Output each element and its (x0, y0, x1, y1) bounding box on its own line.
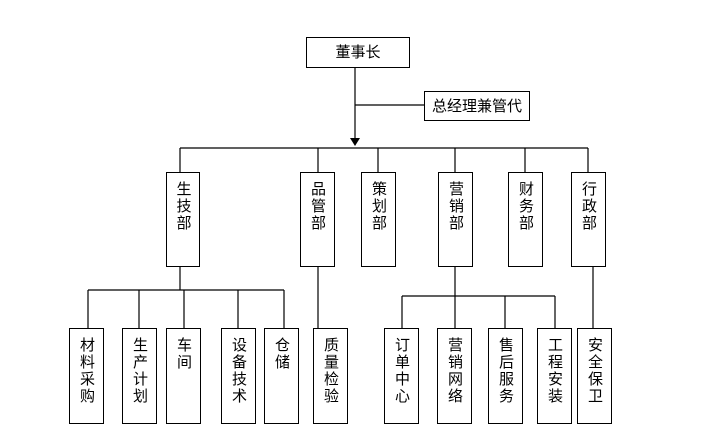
node-label: 订单中心 (393, 337, 411, 405)
node-label: 设备技术 (230, 337, 248, 405)
node-label: 材料采购 (78, 337, 96, 405)
node-dept-pinguan: 品管部 (300, 172, 335, 267)
node-zhiliang: 质量检验 (313, 328, 348, 424)
node-label: 总经理兼管代 (431, 96, 522, 115)
node-shouhou: 售后服务 (488, 328, 523, 424)
node-shebei: 设备技术 (221, 328, 256, 424)
node-dept-yingxiao: 营销部 (438, 172, 473, 267)
node-dingdan: 订单中心 (384, 328, 419, 424)
node-label: 策划部 (370, 181, 388, 232)
node-label: 车间 (175, 337, 193, 371)
node-label: 董事长 (335, 43, 381, 61)
node-label: 售后服务 (497, 337, 515, 405)
node-label: 生产计划 (131, 337, 149, 405)
node-label: 品管部 (309, 181, 327, 232)
node-label: 生技部 (174, 181, 193, 232)
node-anquan: 安全保卫 (577, 328, 612, 424)
node-label: 财务部 (517, 181, 535, 232)
node-label: 质量检验 (322, 337, 340, 405)
node-dept-shengji: 生技部 (166, 172, 200, 267)
node-dept-cehua: 策划部 (361, 172, 396, 267)
node-dept-xingzheng: 行政部 (571, 172, 606, 267)
node-general-manager: 总经理兼管代 (424, 91, 530, 121)
node-dept-caiwu: 财务部 (508, 172, 543, 267)
node-chejian: 车间 (166, 328, 201, 424)
node-cailiao: 材料采购 (69, 328, 104, 424)
node-cangchu: 仓储 (264, 328, 299, 424)
node-label: 营销部 (447, 181, 465, 232)
node-shengchan: 生产计划 (122, 328, 157, 424)
node-label: 营销网络 (446, 337, 464, 405)
node-chairman: 董事长 (306, 37, 410, 68)
node-label: 工程安装 (546, 337, 564, 405)
node-label: 行政部 (580, 181, 598, 232)
node-label: 安全保卫 (586, 337, 604, 405)
node-wangluo: 营销网络 (437, 328, 472, 424)
arrow-down-icon (350, 138, 360, 146)
node-gongcheng: 工程安装 (537, 328, 572, 424)
node-label: 仓储 (273, 337, 291, 371)
